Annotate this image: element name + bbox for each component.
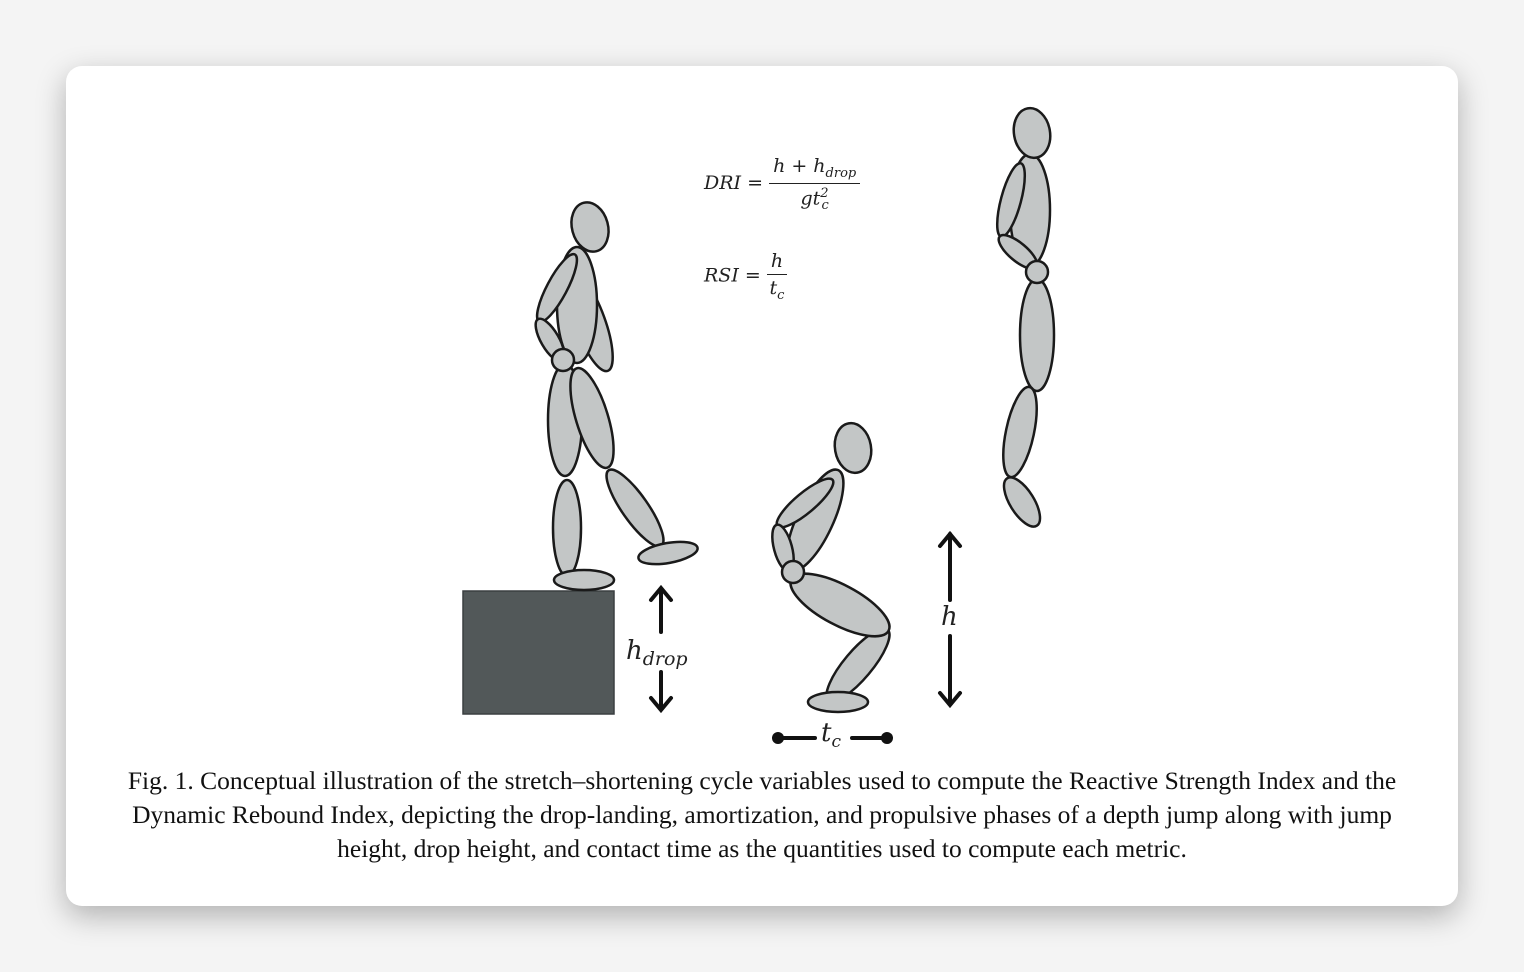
thigh: [1018, 277, 1056, 393]
tc-label: tc: [821, 718, 841, 752]
dri-equation: DRI = h + hdrop gt2c: [704, 155, 861, 213]
shin: [1002, 385, 1038, 479]
dri-numerator-sub: drop: [825, 165, 857, 181]
foot: [1002, 476, 1042, 528]
h-drop-arrow: [649, 584, 673, 714]
dri-denominator-sup: 2: [820, 185, 829, 201]
h-drop-label: hdrop: [626, 636, 688, 670]
figure-caption: Fig. 1. Conceptual illustration of the s…: [127, 766, 1397, 863]
hand: [1024, 259, 1050, 285]
h-drop-label-sub: drop: [642, 648, 688, 671]
h-drop-label-main: h: [626, 636, 643, 666]
figure-card: [66, 66, 1458, 906]
dri-denominator-sub: c: [821, 197, 829, 213]
shin: [605, 468, 665, 548]
rsi-equation: RSI = h tc: [704, 250, 788, 303]
rsi-lhs: RSI =: [704, 264, 761, 287]
foot: [637, 540, 699, 566]
tc-label-sub: c: [831, 732, 841, 753]
figure-amortization-phase: [771, 421, 891, 714]
dri-lhs: DRI =: [704, 171, 764, 194]
head: [833, 421, 873, 475]
hand: [780, 559, 806, 585]
rsi-denominator-sub: c: [777, 287, 785, 303]
dri-numerator: h + h: [773, 155, 826, 177]
hand: [550, 347, 576, 373]
rsi-denominator: t: [769, 277, 778, 299]
shin: [551, 478, 583, 578]
thigh: [569, 366, 615, 470]
rsi-fraction: h tc: [766, 250, 788, 303]
figure-propulsive-phase: [995, 106, 1056, 528]
foot: [806, 690, 870, 714]
h-arrow: [938, 530, 962, 709]
rsi-numerator: h: [766, 250, 788, 275]
dri-fraction: h + hdrop gt2c: [769, 155, 861, 213]
figure-drop-phase: [462, 201, 699, 715]
dri-denominator: gt: [800, 187, 821, 210]
tc-label-main: t: [821, 718, 832, 748]
head: [570, 201, 610, 253]
foot: [552, 568, 616, 592]
drop-box: [462, 590, 615, 715]
h-label: h: [941, 602, 958, 632]
head: [1012, 106, 1052, 160]
